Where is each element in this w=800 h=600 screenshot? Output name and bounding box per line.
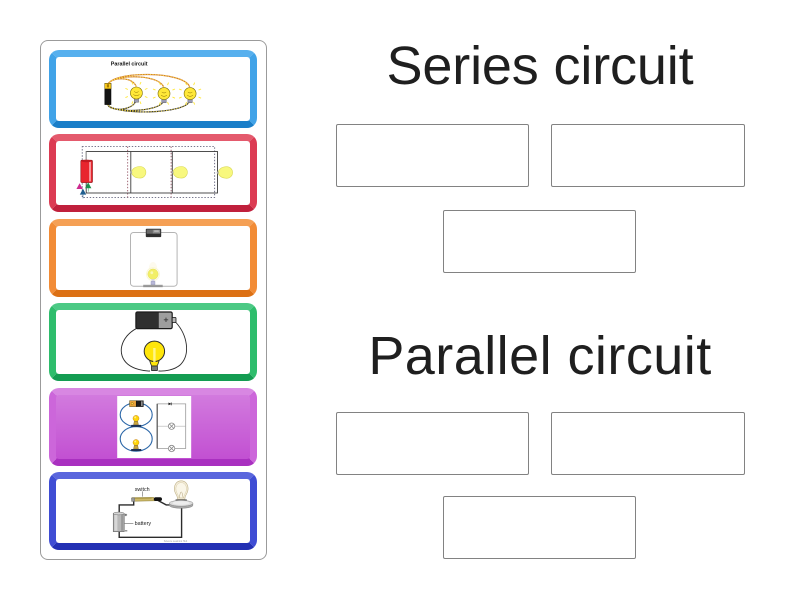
svg-text:battery: battery [134,521,151,527]
svg-text:Science Learning Hub: Science Learning Hub [163,540,187,542]
svg-text:switch: switch [134,486,149,492]
svg-text:Parallel circuit: Parallel circuit [110,61,147,67]
